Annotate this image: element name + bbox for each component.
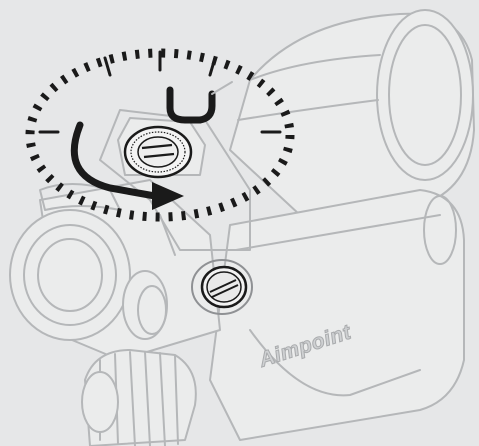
rotation-dial [25, 48, 295, 222]
brightness-knob [81, 349, 197, 446]
battery-housing [209, 189, 465, 441]
rear-lens-ring [9, 209, 131, 341]
scope-body [229, 9, 475, 216]
dial-major-ticks [38, 50, 282, 134]
elevation-adjustment-cap [117, 117, 206, 179]
u-indicator-icon [166, 81, 233, 124]
clockwise-arrow-icon [70, 121, 184, 210]
windage-adjustment-cap [191, 259, 253, 315]
rear-eyepiece [9, 179, 221, 361]
front-lens-housing [376, 9, 474, 181]
